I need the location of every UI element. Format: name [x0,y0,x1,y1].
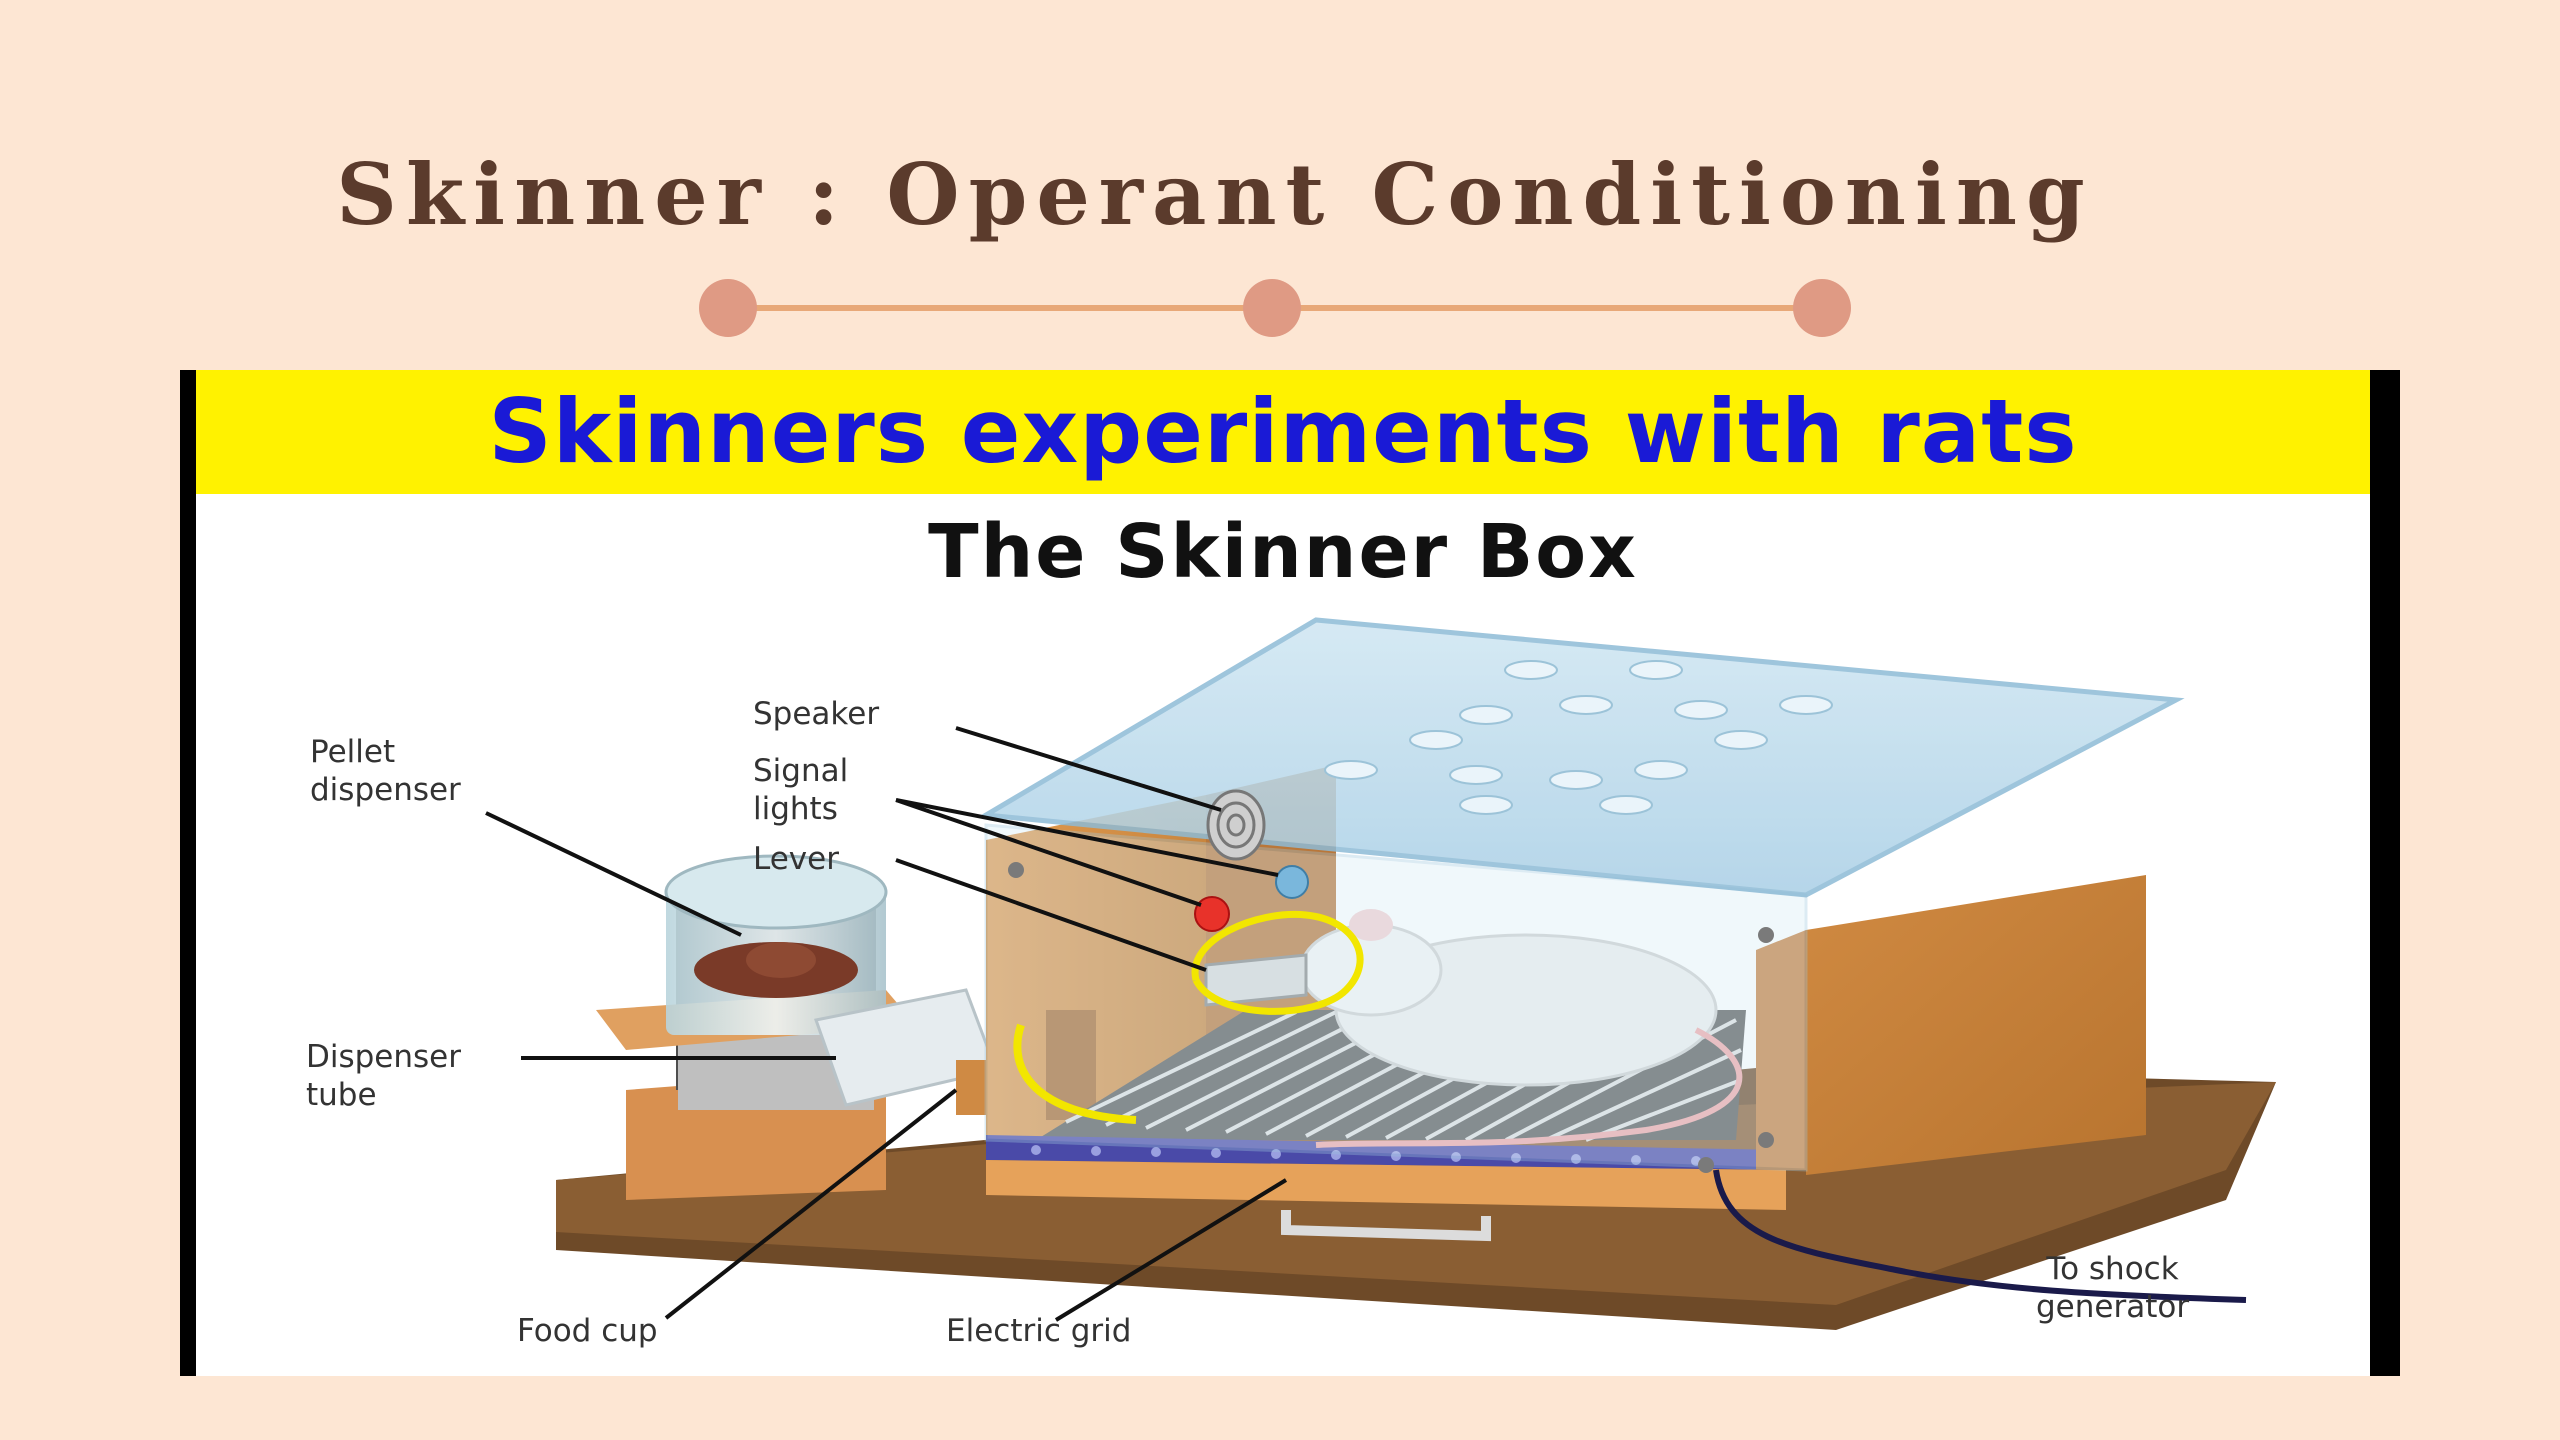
drawer-handle [1281,1210,1491,1242]
divider-dot-center [1243,279,1301,337]
pellet-dispenser [596,854,916,1200]
glass-front-wall [984,823,1808,1172]
glass-lid [978,617,2185,898]
divider-dot-right [1793,279,1851,337]
shock-cable [1713,1169,2247,1303]
label-signal-lights: Signal lights [753,753,849,827]
box-right-wall [1756,930,1806,1170]
diagram-image-frame: Skinners experiments with rats The Skinn… [180,370,2400,1376]
divider-dot-left [699,279,757,337]
grid-rail [986,1135,1786,1170]
slide-title: Skinner : Operant Conditioning [336,145,2094,244]
rat [1299,909,1743,1148]
highlight-food-cup-mark [1013,1023,1137,1124]
diagram-title: The Skinner Box [928,509,1638,595]
label-speaker: Speaker [753,696,880,732]
signal-light-red [1194,896,1230,932]
banner: Skinners experiments with rats [196,370,2370,494]
label-pellet-dispenser: Pellet dispenser [310,734,461,808]
diagram-image: Skinners experiments with rats The Skinn… [196,370,2370,1376]
label-lever: Lever [753,841,839,877]
box-left-wall [986,795,1206,1150]
highlight-lever-circle [1191,910,1364,1015]
speaker [1206,789,1266,861]
title-divider [699,279,1851,337]
screws [1008,862,1774,1173]
label-to-shock-generator: To shock generator [2036,1251,2190,1325]
grid-drawer [986,1160,1786,1210]
banner-title: Skinners experiments with rats [488,380,2078,483]
skinner-box-illustration [485,617,2276,1330]
signal-light-blue [1275,865,1309,899]
leader-lines [485,726,1288,1322]
label-dispenser-tube: Dispenser tube [306,1039,461,1113]
lid-holes [1324,660,1833,815]
label-electric-grid: Electric grid [946,1313,1132,1349]
box-back-right-wall [1806,875,2146,1175]
label-food-cup: Food cup [517,1313,658,1349]
